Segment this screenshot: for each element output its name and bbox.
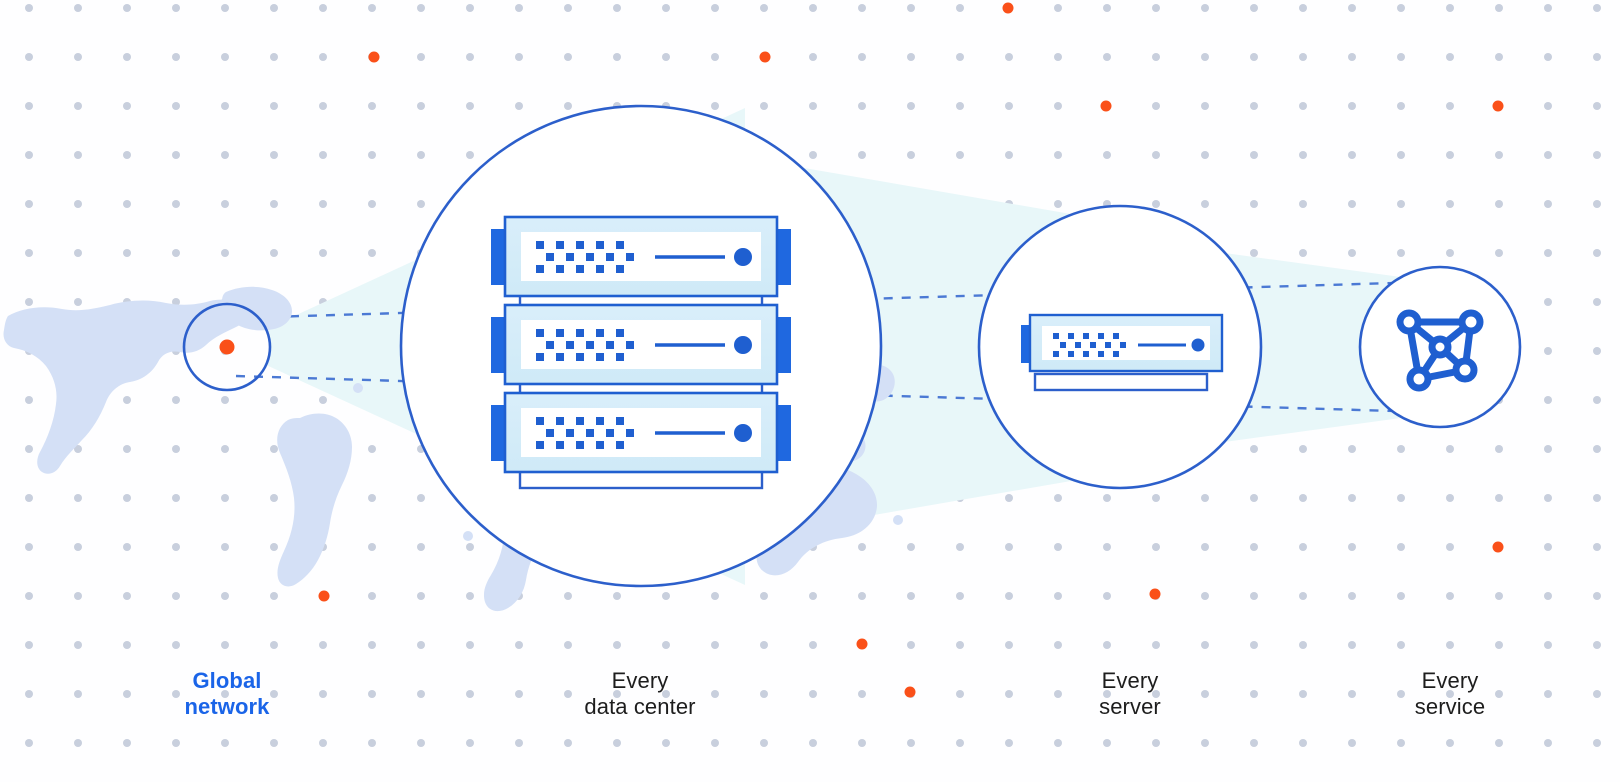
stage-every-service[interactable]: [1358, 265, 1522, 429]
global-network-focus-circle: [182, 302, 272, 392]
location-pin-dot: [219, 339, 235, 355]
label-every-server: Every server: [1099, 668, 1161, 719]
network-mesh-nodes: [1396, 309, 1484, 392]
single-server-unit: [1021, 313, 1224, 392]
label-global-network: Global network: [184, 668, 270, 719]
server-unit: [491, 391, 791, 474]
server-unit: [491, 215, 791, 298]
stage-every-data-center[interactable]: [399, 104, 883, 588]
label-every-service: Every service: [1414, 668, 1486, 719]
server-unit: [491, 303, 791, 386]
server-base-rail: [1033, 372, 1209, 392]
label-every-data-center: Every data center: [584, 668, 696, 719]
accent-dots: [318, 2, 1504, 698]
stage-every-server[interactable]: [977, 204, 1263, 490]
